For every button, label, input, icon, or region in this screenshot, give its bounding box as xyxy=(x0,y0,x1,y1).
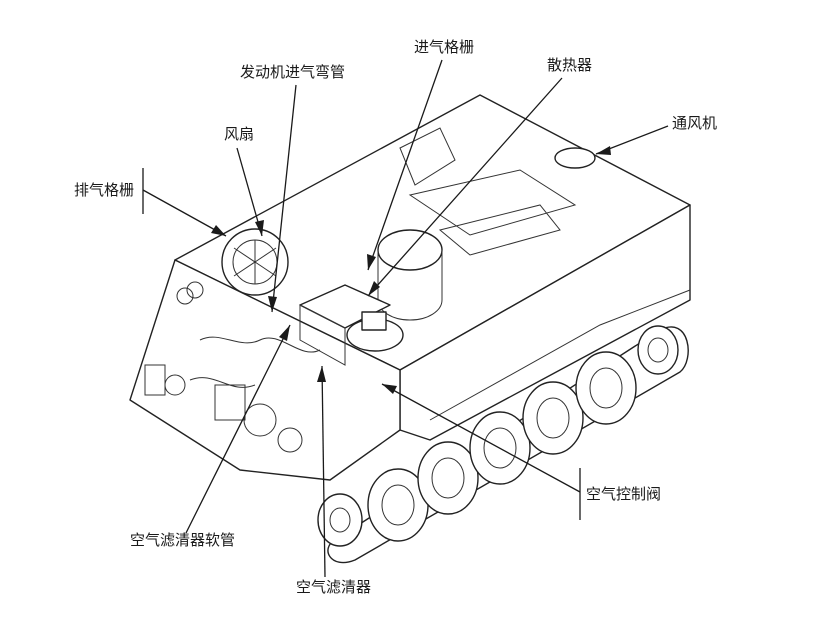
label-fan: 风扇 xyxy=(224,125,255,143)
arrowheads xyxy=(211,146,611,394)
label-exhaust-grille: 排气格栅 xyxy=(74,181,135,199)
label-air-filter: 空气滤清器 xyxy=(296,578,372,596)
label-air-control-valve: 空气控制阀 xyxy=(586,485,662,503)
label-radiator: 散热器 xyxy=(547,56,593,74)
ventilator-dome xyxy=(554,147,596,169)
engine-compartment xyxy=(144,228,443,453)
label-ventilator: 通风机 xyxy=(672,114,718,132)
road-wheels xyxy=(317,325,679,547)
label-air-filter-hose: 空气滤清器软管 xyxy=(130,531,236,549)
label-engine-intake-elbow: 发动机进气弯管 xyxy=(240,63,346,81)
label-intake-grille: 进气格栅 xyxy=(414,38,475,56)
